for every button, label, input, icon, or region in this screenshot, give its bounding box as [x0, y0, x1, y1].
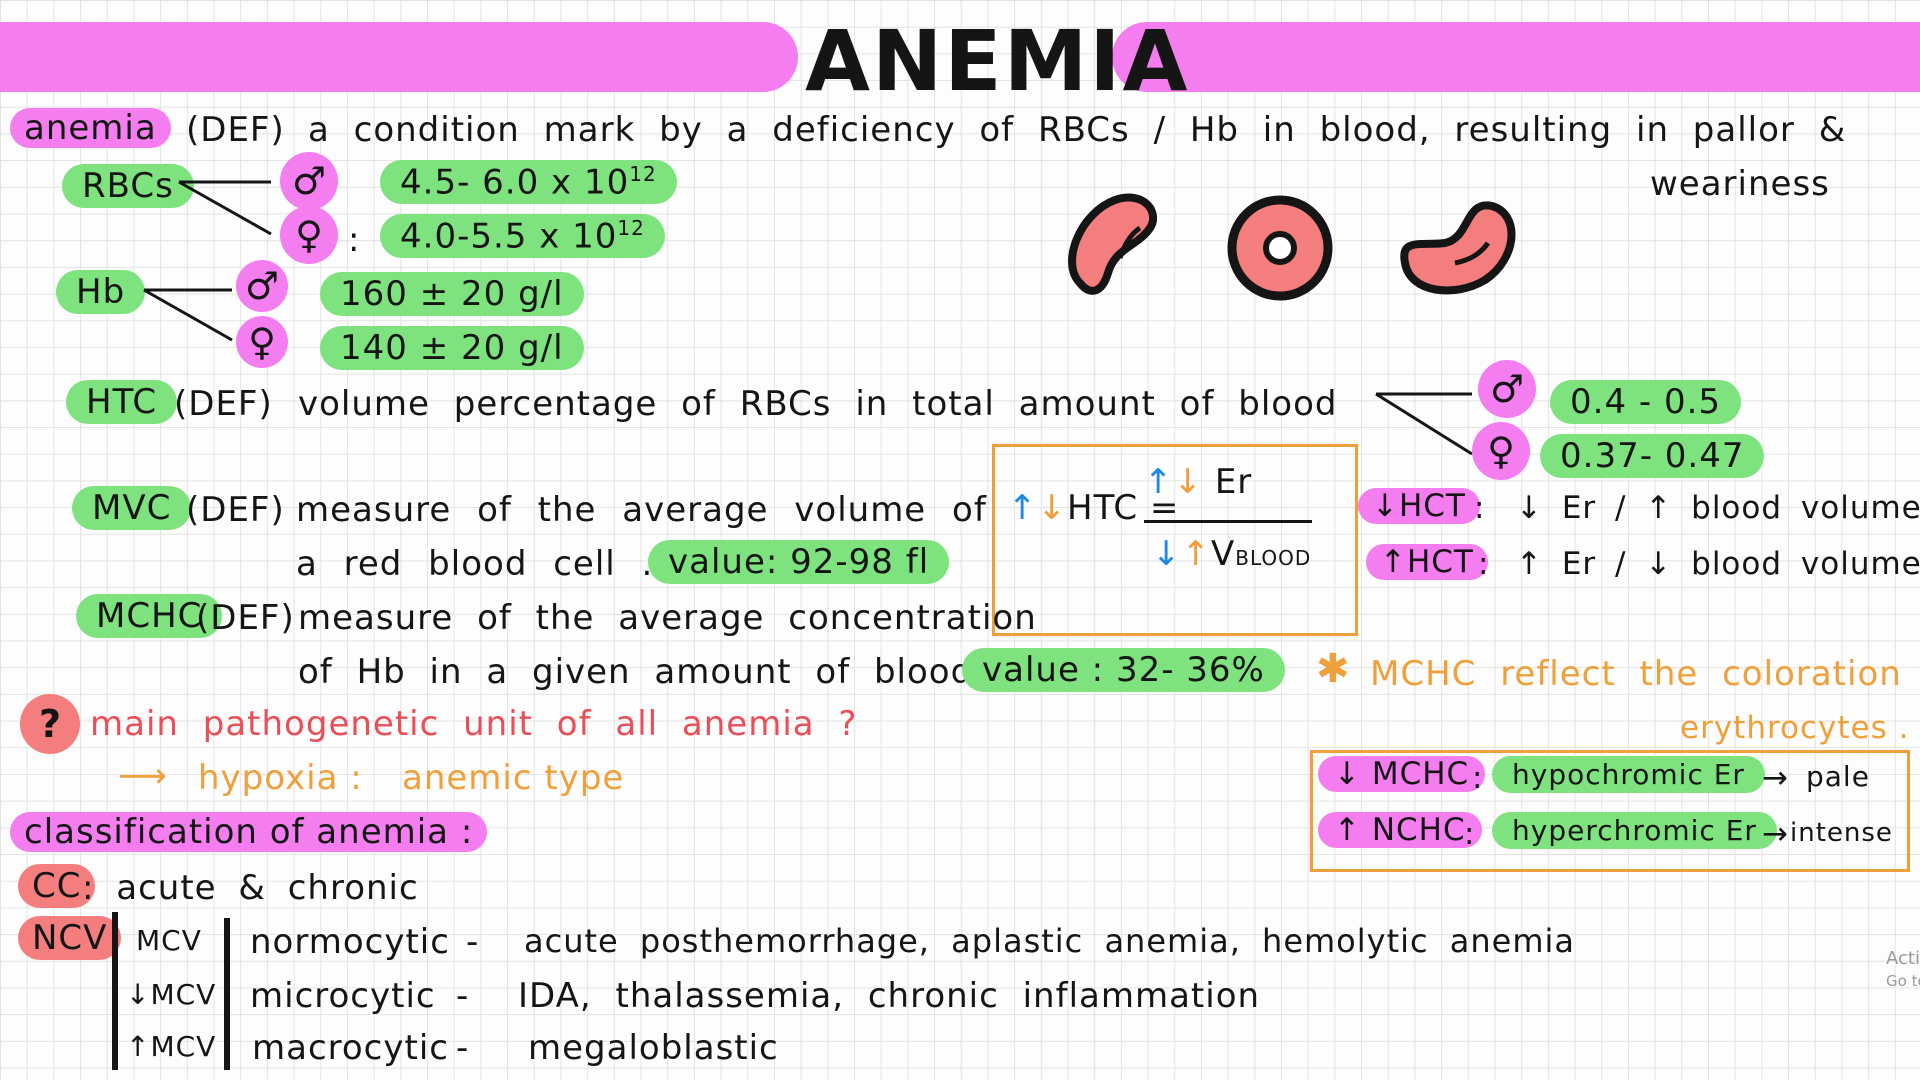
formula-numerator: ↑↓ Er [1144, 462, 1253, 502]
hyperchromic-value: hyperchromic Er [1492, 812, 1777, 849]
rbcs-male-value: 4.5- 6.0 x 1012 [380, 160, 677, 205]
mchc-value: value : 32- 36% [962, 648, 1285, 692]
result-intense: intense [1790, 818, 1893, 848]
mcv-dash: - [456, 1028, 470, 1068]
tag-hct-decrease: ↓HCT [1358, 488, 1480, 524]
result-pale: pale [1806, 760, 1870, 793]
mcv-text-macrocytic: megaloblastic [528, 1028, 779, 1068]
mcv-tag-high: ↑MCV [126, 1030, 217, 1063]
htc-male-value: 0.4 - 0.5 [1550, 380, 1742, 424]
mcv-text-microcytic: IDA, thalassemia, chronic inflammation [518, 976, 1261, 1016]
anemia-definition-line1: a condition mark by a deficiency of RBCs… [308, 110, 1847, 150]
mvc-definition-line1: measure of the average volume of [296, 490, 987, 530]
hb-female-value: 140 ± 20 g/l [320, 326, 584, 370]
label-htc: HTC [66, 380, 178, 424]
arrow-down-icon: ↓ [1037, 488, 1067, 528]
female-symbol-icon: ♀ [1472, 422, 1530, 480]
htc-female-value: 0.37- 0.47 [1540, 434, 1765, 478]
activation-watermark-line2: Go to [1886, 972, 1920, 990]
tag-mchc-decrease: ↓ MCHC [1318, 756, 1486, 792]
rbcs-female-value: 4.0-5.5 x 1012 [380, 214, 665, 259]
divider-bar-right [224, 918, 230, 1070]
mchc-decrease-colon: : [1472, 760, 1484, 796]
mcv-term-normocytic: normocytic [250, 922, 450, 962]
tag-hct-increase: ↑HCT [1366, 544, 1488, 580]
hb-connector-lines [143, 288, 233, 342]
arrow-right-icon: ⟶ [118, 756, 168, 796]
arrow-right-icon: → [1762, 816, 1789, 852]
mcv-term-microcytic: microcytic [250, 976, 436, 1016]
page-title: ANEMIA [805, 12, 1190, 110]
mvc-value: value: 92-98 fl [648, 540, 950, 584]
arrow-up-icon: ↑ [1144, 462, 1174, 502]
formula-lhs: ↑↓HTC = [1008, 488, 1180, 528]
def-tag-anemia: (DEF) [186, 110, 285, 150]
title-band-right [1112, 22, 1920, 92]
hypochromic-value: hypochromic Er [1492, 756, 1765, 793]
divider-bar-left [112, 912, 118, 1070]
mchc-definition-line1: measure of the average concentration [298, 598, 1037, 638]
arrow-down-icon: ↓ [1152, 534, 1182, 574]
htc-connector-lines [1375, 392, 1473, 456]
label-rbcs: RBCs [62, 164, 194, 208]
classification-title: classification of anemia : [10, 812, 488, 852]
mcv-term-macrocytic: macrocytic [252, 1028, 449, 1068]
hct-increase-colon: : [1478, 546, 1490, 582]
term-anemia: anemia [10, 108, 171, 148]
arrow-up-icon: ↑ [1008, 488, 1038, 528]
arrow-up-icon: ↑ [1181, 534, 1211, 574]
label-mchc: MCHC [76, 594, 223, 638]
htc-definition: volume percentage of RBCs in total amoun… [298, 384, 1338, 424]
red-blood-cell-drawings [1068, 193, 1516, 301]
arrow-right-icon: → [1762, 760, 1789, 796]
hct-decrease-text: ↓ Er / ↑ blood volume [1516, 490, 1920, 526]
rbcs-colon: : [348, 220, 361, 260]
activation-watermark-line1: Acti [1886, 948, 1920, 969]
htc-formula-box [992, 444, 1358, 636]
def-tag-mvc: (DEF) [186, 490, 285, 530]
cc-text: : acute & chronic [82, 868, 419, 908]
male-symbol-icon: ♂ [280, 152, 338, 210]
hct-decrease-colon: : [1474, 490, 1486, 526]
asterisk-icon: ✱ [1316, 646, 1351, 692]
mcv-dash: - [466, 922, 480, 962]
mcv-dash: - [456, 976, 470, 1016]
hct-increase-text: ↑ Er / ↓ blood volume [1516, 546, 1920, 582]
mchc-note-line1: MCHC reflect the coloration of [1370, 654, 1920, 694]
mcv-text-normocytic: acute posthemorrhage, aplastic anemia, h… [524, 922, 1576, 960]
tag-ncv: NCV [18, 916, 122, 960]
female-symbol-icon: ♀ [280, 206, 338, 264]
hypoxia-type: anemic type [402, 758, 625, 798]
male-symbol-icon: ♂ [1478, 360, 1536, 418]
mchc-color-box [1310, 750, 1910, 872]
formula-fraction-bar [1144, 520, 1312, 523]
mcv-tag-low: ↓MCV [126, 978, 217, 1011]
question-text: main pathogenetic unit of all anemia ? [90, 704, 858, 744]
mchc-definition-line2: of Hb in a given amount of blood . [298, 652, 1009, 692]
tag-cc: CC [18, 864, 96, 908]
hypoxia-label: hypoxia : [198, 758, 363, 798]
mchc-increase-colon: : [1464, 816, 1476, 852]
male-symbol-icon: ♂ [236, 260, 288, 312]
female-symbol-icon: ♀ [236, 316, 288, 368]
question-icon: ? [20, 694, 80, 754]
def-tag-mchc: (DEF) [196, 598, 295, 638]
formula-denominator: ↓↑VBLOOD [1152, 534, 1312, 574]
mchc-note-line2: erythrocytes . [1680, 710, 1910, 746]
mvc-definition-line2: a red blood cell . [296, 544, 654, 584]
anemia-definition-line2: weariness [1650, 164, 1830, 204]
mcv-tag-normal: MCV [136, 924, 202, 957]
rbcs-connector-lines [178, 180, 272, 236]
label-mvc: MVC [72, 486, 192, 530]
arrow-down-icon: ↓ [1173, 462, 1203, 502]
label-hb: Hb [56, 270, 146, 314]
title-band-left [0, 22, 798, 92]
tag-mchc-increase: ↑ NCHC [1318, 812, 1482, 848]
def-tag-htc: (DEF) [174, 384, 273, 424]
hb-male-value: 160 ± 20 g/l [320, 272, 584, 316]
